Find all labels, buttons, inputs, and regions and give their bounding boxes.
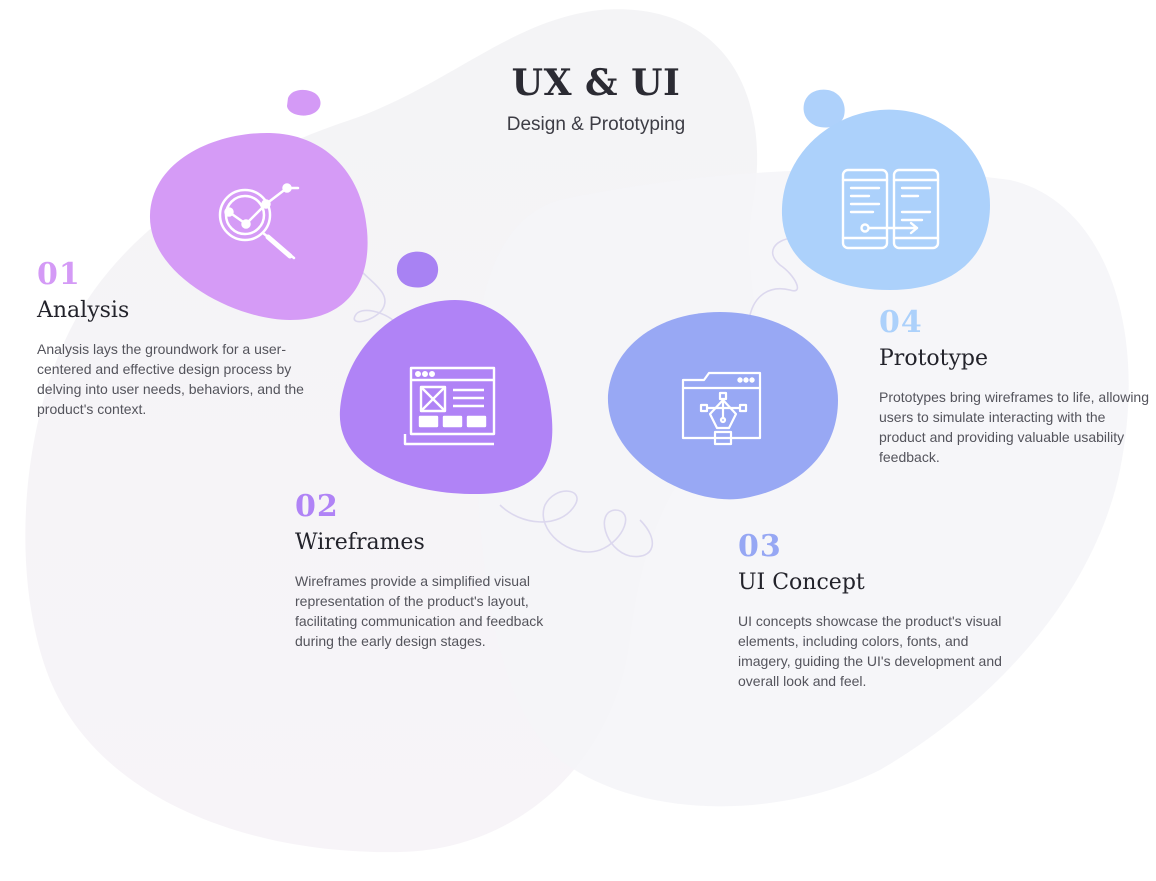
step-title: Wireframes (295, 530, 425, 555)
step-analysis: 01 Analysis Analysis lays the groundwork… (37, 258, 322, 419)
step-title: UI Concept (738, 570, 865, 595)
step-number: 04 (879, 305, 923, 340)
connector-3-4 (749, 237, 799, 316)
step-prototype: 04 Prototype Prototypes bring wireframes… (879, 306, 1149, 467)
background-blob-right (474, 169, 1129, 807)
magnifier-analytics-icon (218, 183, 300, 260)
step-title: Analysis (37, 298, 130, 323)
browser-wireframe-icon (403, 366, 496, 446)
page-subtitle: Design & Prototyping (506, 114, 686, 135)
step-number: 02 (295, 489, 339, 524)
connector-2-3 (499, 490, 654, 558)
step-description: Wireframes provide a simplified visual r… (295, 573, 544, 649)
page-title: UX & UI (511, 62, 681, 104)
vector-pen-tool-icon (681, 371, 762, 446)
step-wireframes: 02 Wireframes Wireframes provide a simpl… (295, 490, 570, 651)
mobile-screens-flow-icon (841, 168, 940, 250)
connector-1-2 (353, 269, 396, 323)
step-ui-concept: 03 UI Concept UI concepts showcase the p… (738, 530, 1003, 691)
step-description: Analysis lays the groundwork for a user-… (37, 341, 304, 417)
step-description: Prototypes bring wireframes to life, all… (879, 389, 1150, 465)
step-title: Prototype (879, 346, 989, 371)
step-description: UI concepts showcase the product's visua… (738, 613, 1002, 689)
step2-small-blob (396, 251, 439, 288)
step-number: 01 (37, 257, 81, 292)
step-number: 03 (738, 529, 782, 564)
step4-small-blob (803, 89, 845, 128)
step1-small-blob (287, 89, 321, 116)
